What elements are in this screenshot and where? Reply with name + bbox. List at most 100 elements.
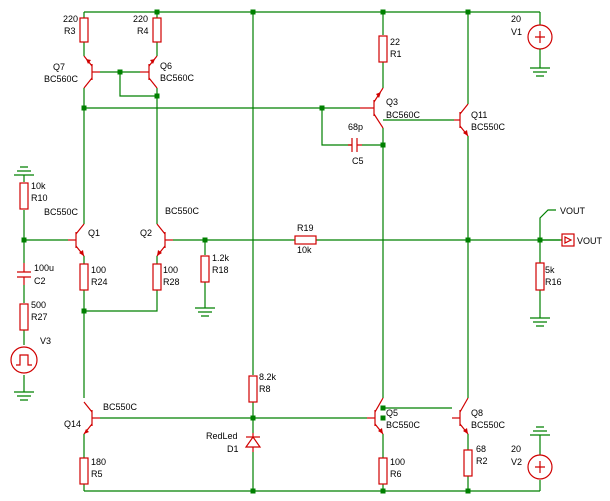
svg-text:5k: 5k: [545, 265, 555, 275]
svg-text:Q6: Q6: [160, 61, 172, 71]
wires: [23, 11, 560, 492]
svg-text:R4: R4: [137, 26, 149, 36]
svg-text:R19: R19: [297, 223, 314, 233]
capacitor-c2: 100u C2: [17, 263, 54, 286]
svg-text:20: 20: [511, 444, 521, 454]
svg-text:BC560C: BC560C: [160, 73, 195, 83]
svg-text:100: 100: [163, 265, 178, 275]
transistor-q6: Q6 BC560C: [140, 55, 195, 89]
svg-text:10k: 10k: [297, 245, 312, 255]
svg-text:100: 100: [390, 457, 405, 467]
transistor-q8: Q8 BC550C: [452, 397, 506, 435]
svg-text:220: 220: [133, 14, 148, 24]
junction-dot: [465, 9, 471, 15]
svg-text:R5: R5: [91, 469, 103, 479]
junction-dot: [250, 488, 256, 494]
svg-text:BC550C: BC550C: [386, 420, 421, 430]
resistor-r1: 22 R1: [378, 35, 402, 63]
svg-text:R28: R28: [163, 277, 180, 287]
resistor-r2: 68 R2: [463, 444, 488, 477]
svg-text:D1: D1: [227, 444, 239, 454]
svg-text:R8: R8: [259, 384, 271, 394]
svg-text:10k: 10k: [31, 181, 46, 191]
resistor-r16: 5k R16: [535, 262, 562, 291]
svg-text:VOUT: VOUT: [577, 236, 603, 246]
junction-dot: [250, 415, 256, 421]
svg-text:100: 100: [91, 265, 106, 275]
svg-text:Q11: Q11: [471, 110, 487, 120]
resistor-r28: 100 R28: [152, 263, 180, 291]
svg-text:V3: V3: [40, 336, 51, 346]
junction-dot: [380, 9, 386, 15]
svg-text:BC560C: BC560C: [44, 74, 79, 84]
svg-text:BC550C: BC550C: [165, 206, 200, 216]
resistor-r10: 10k R10: [19, 181, 48, 210]
junction-dot: [202, 237, 208, 243]
junction-dot: [250, 9, 256, 15]
svg-text:68: 68: [476, 444, 486, 454]
svg-text:68p: 68p: [348, 122, 363, 132]
svg-text:8.2k: 8.2k: [259, 372, 277, 382]
svg-text:R3: R3: [64, 26, 76, 36]
svg-text:BC550C: BC550C: [471, 420, 506, 430]
svg-text:Q7: Q7: [53, 62, 65, 72]
svg-text:Q3: Q3: [386, 97, 398, 107]
source-v1: 20 V1: [511, 14, 553, 68]
junction-dot: [154, 9, 160, 15]
svg-text:VOUT: VOUT: [560, 206, 586, 216]
junctions: [21, 9, 543, 494]
svg-text:BC560C: BC560C: [386, 110, 421, 120]
resistor-r3: 220 R3: [63, 14, 89, 43]
resistor-r27: 500 R27: [19, 300, 48, 331]
junction-dot: [380, 142, 386, 148]
ground-symbols: [14, 67, 550, 436]
svg-text:BC550C: BC550C: [103, 402, 138, 412]
svg-text:V2: V2: [511, 457, 522, 467]
transistor-q7: Q7 BC560C: [44, 55, 100, 89]
junction-dot: [117, 69, 123, 75]
svg-text:C5: C5: [352, 156, 364, 166]
svg-text:22: 22: [390, 37, 400, 47]
svg-text:100u: 100u: [34, 263, 54, 273]
transistor-q2: Q2 BC550C: [140, 206, 200, 257]
svg-text:R27: R27: [31, 312, 48, 322]
svg-text:Q8: Q8: [471, 408, 483, 418]
svg-text:500: 500: [31, 300, 46, 310]
svg-text:RedLed: RedLed: [206, 431, 238, 441]
svg-text:C2: C2: [34, 276, 46, 286]
junction-dot: [81, 105, 87, 111]
resistor-r24: 100 R24: [79, 263, 108, 291]
svg-text:220: 220: [63, 14, 78, 24]
capacitor-c5: 68p C5: [348, 122, 364, 166]
junction-dot: [319, 105, 325, 111]
resistor-r19: R19 10k: [294, 223, 317, 255]
transistor-q5: Q5 BC550C: [367, 397, 421, 435]
junction-dot: [380, 405, 386, 411]
svg-text:Q2: Q2: [140, 228, 152, 238]
svg-text:R16: R16: [545, 277, 562, 287]
svg-text:R1: R1: [390, 49, 402, 59]
svg-text:R2: R2: [476, 456, 488, 466]
led-d1: RedLed D1: [206, 431, 262, 454]
svg-text:180: 180: [91, 457, 106, 467]
svg-text:R18: R18: [212, 265, 229, 275]
resistor-r18: 1.2k R18: [200, 253, 230, 283]
junction-dot: [465, 237, 471, 243]
svg-text:BC550C: BC550C: [44, 207, 79, 217]
junction-dot: [21, 237, 27, 243]
svg-text:Q1: Q1: [88, 228, 100, 238]
junction-dot: [380, 488, 386, 494]
svg-text:20: 20: [511, 14, 521, 24]
transistor-q3: Q3 BC560C: [360, 87, 421, 129]
svg-text:V1: V1: [511, 27, 522, 37]
resistor-r8: 8.2k R8: [248, 372, 277, 403]
source-v3: V3: [10, 336, 51, 374]
vout-net-label: VOUT: [560, 206, 586, 216]
source-v2: 20 V2: [511, 444, 553, 480]
svg-text:Q5: Q5: [386, 408, 398, 418]
svg-text:R6: R6: [390, 469, 402, 479]
transistor-q14: Q14 BC550C: [64, 401, 138, 435]
vout-port[interactable]: VOUT: [540, 233, 603, 247]
junction-dot: [380, 415, 386, 421]
